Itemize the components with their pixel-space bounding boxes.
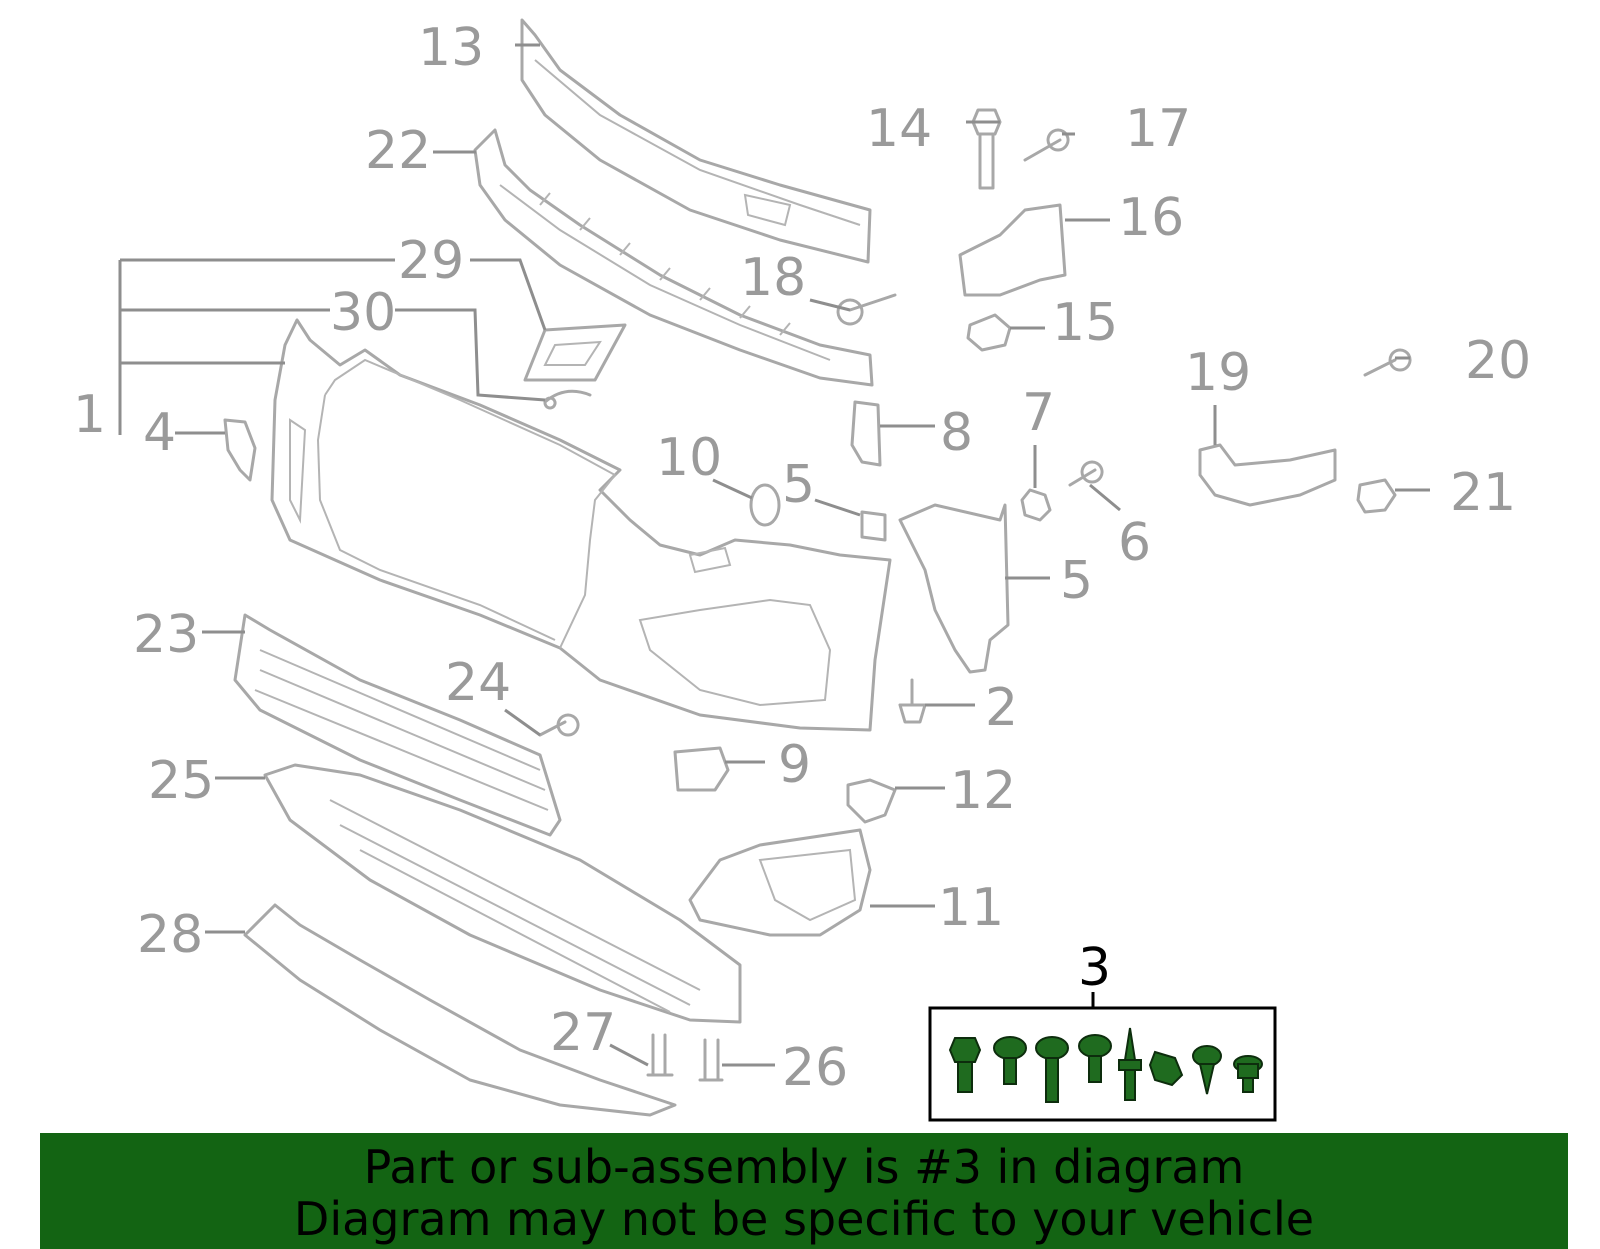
callout-26: 26 [782,1038,848,1098]
banner-line-1: Part or sub-assembly is #3 in diagram [363,1140,1245,1194]
callout-17: 17 [1125,99,1191,159]
part-2-push-pin [898,678,927,724]
bolt-icon [948,1037,982,1093]
callout-11: 11 [938,878,1004,938]
screw-icon [1192,1045,1222,1095]
part-23-lower-grille [233,613,562,837]
leader-lines [118,43,1430,1067]
part-15-nut [966,313,1012,352]
callout-12: 12 [950,761,1016,821]
part-11-fog-grille [688,828,872,937]
part-25-undertray [263,763,742,1024]
part-12-bracket [846,778,897,824]
part-13-impact-bar [520,18,872,264]
callout-5a: 5 [782,455,815,515]
bolt-icon [1035,1036,1069,1103]
part-1-bumper-cover [270,318,892,732]
callout-8: 8 [940,403,973,463]
callout-5b: 5 [1060,551,1093,611]
part-30-clip [543,389,592,410]
callout-13: 13 [418,18,484,78]
part-3-box [928,1006,1277,1122]
callout-9: 9 [778,735,811,795]
callout-3: 3 [1078,938,1111,998]
rivet-icon [1118,1027,1142,1101]
part-21-clip [1356,478,1397,514]
callout-1: 1 [73,385,106,445]
callout-22: 22 [365,121,431,181]
callout-2: 2 [985,678,1018,738]
part-5-side-bracket [898,503,1010,674]
part-3-hardware-kit: 3 [928,938,1277,1122]
bolt-icon [1078,1034,1112,1083]
callout-25: 25 [148,751,214,811]
part-20-screw [1363,348,1412,377]
part-10-tow-cap [749,483,781,527]
clip-nut-icon [1148,1050,1184,1087]
callout-24: 24 [445,653,511,713]
push-clip-icon [1233,1055,1263,1093]
part-28-trim-strip [243,903,677,1117]
part-27-bolt [646,1033,674,1077]
bolt-icon [993,1036,1027,1085]
callout-28: 28 [137,905,203,965]
part-26-bolt [698,1038,724,1082]
callout-29: 29 [398,231,464,291]
callout-10: 10 [656,428,722,488]
callout-7: 7 [1022,383,1055,443]
callout-20: 20 [1465,331,1531,391]
callout-4: 4 [143,403,176,463]
callout-14: 14 [866,99,932,159]
part-8-bracket [850,400,882,467]
part-17-screw [1023,128,1070,162]
part-22-energy-absorber [473,128,874,387]
callout-23: 23 [133,605,199,665]
part-9-tow-cover [673,746,730,792]
info-banner: Part or sub-assembly is #3 in diagram Di… [40,1133,1568,1249]
part-7-nut [1020,488,1052,522]
callout-16: 16 [1118,188,1184,248]
callout-18: 18 [740,248,806,308]
part-6-screw [1068,460,1104,487]
callout-6: 6 [1118,513,1151,573]
part-4-bracket [223,418,257,482]
callout-27: 27 [550,1003,616,1063]
part-24-pin [538,713,580,737]
callout-21: 21 [1450,463,1516,523]
part-29-bracket [523,323,627,382]
callout-19: 19 [1185,343,1251,403]
callout-15: 15 [1052,293,1118,353]
part-5-pad [860,510,887,542]
callout-30: 30 [330,283,396,343]
banner-line-2: Diagram may not be specific to your vehi… [293,1192,1315,1246]
part-19-bracket [1198,443,1337,507]
part-16-mount-bracket [958,203,1067,297]
part-18-bolt [836,293,897,326]
